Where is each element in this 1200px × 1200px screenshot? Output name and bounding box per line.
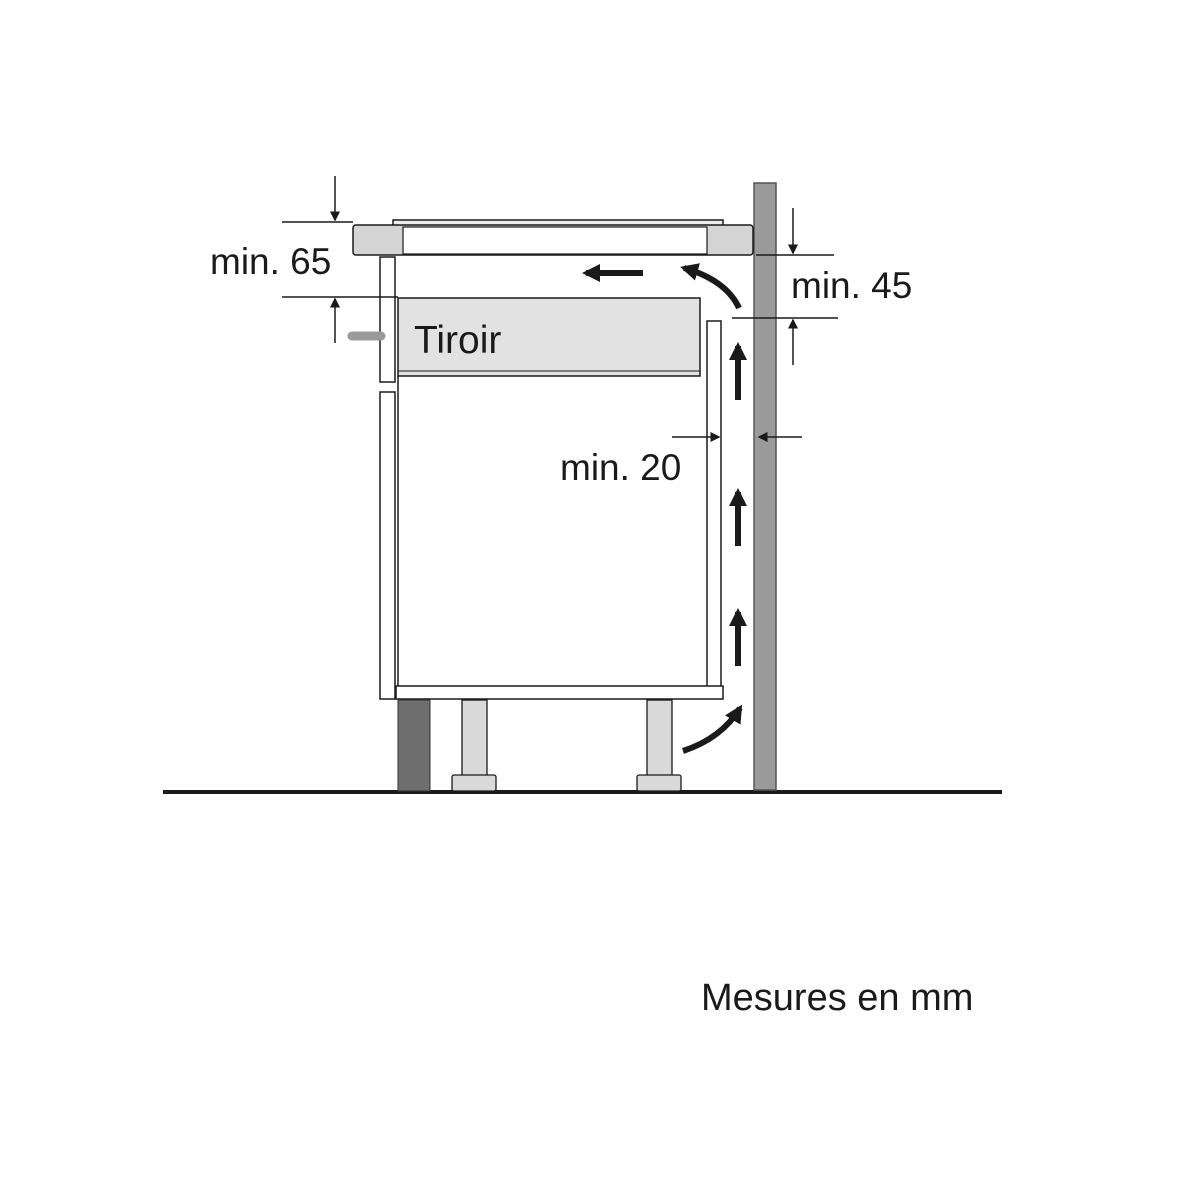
cabinet-base	[395, 685, 724, 700]
airflow-curved-arrow-top-icon	[680, 263, 742, 310]
hob-inner-panel	[402, 226, 708, 255]
dimension-min-65: min. 65	[210, 176, 398, 343]
label-min-65: min. 65	[210, 241, 331, 282]
units-note: Mesures en mm	[701, 977, 973, 1019]
drawer	[397, 297, 701, 377]
dimension-min-45: min. 45	[732, 208, 912, 365]
drawer-box	[397, 297, 701, 377]
label-min-45: min. 45	[791, 265, 912, 306]
cabinet-back-panel	[706, 320, 722, 688]
cabinet-front-strip	[379, 256, 396, 383]
label-min-20: min. 20	[560, 447, 681, 488]
back-wall	[753, 182, 777, 791]
airflow-curved-arrow-bottom-icon	[682, 704, 743, 754]
label-drawer: Tiroir	[414, 319, 501, 362]
leg-back-foot	[636, 774, 682, 792]
leg-front	[461, 699, 488, 779]
leg-front-foot	[451, 774, 497, 792]
airflow-arrows	[582, 263, 747, 754]
cabinet-front-door	[379, 391, 396, 700]
hob	[352, 219, 754, 256]
leg-back	[646, 699, 673, 779]
dimension-min-20: min. 20	[560, 432, 802, 488]
plinth	[397, 699, 431, 792]
cabinet	[379, 320, 724, 700]
cabinet-legs	[451, 699, 682, 792]
